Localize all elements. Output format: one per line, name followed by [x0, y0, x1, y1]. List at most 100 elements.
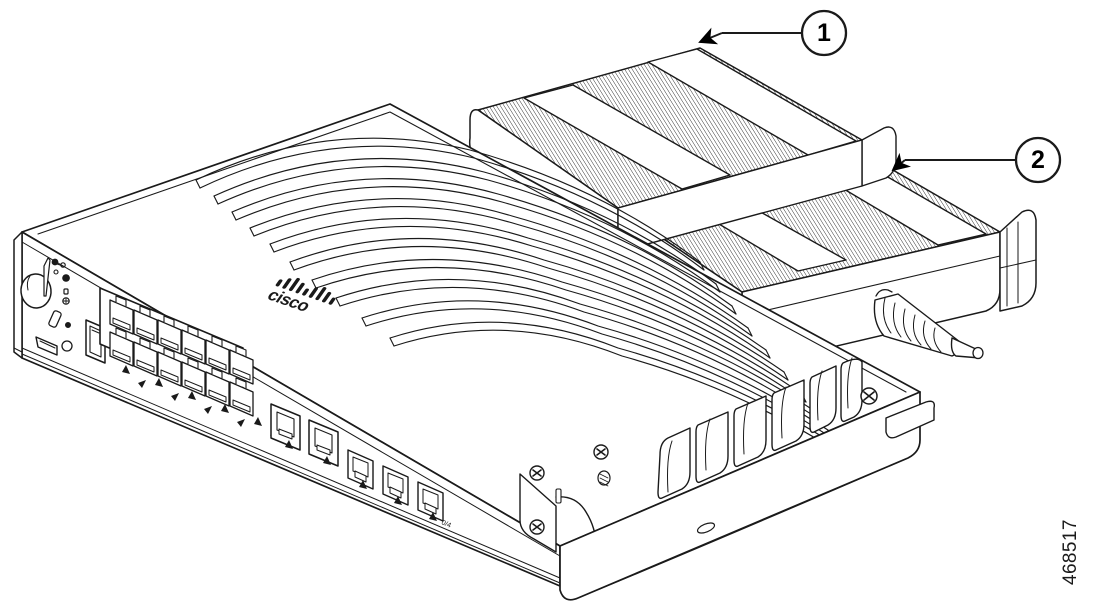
secondary-port-large[interactable]	[270, 403, 301, 451]
rj45-port[interactable]	[133, 305, 158, 345]
callout-2-circle	[1014, 136, 1062, 184]
phillips-screw	[529, 465, 545, 481]
logo-bar	[295, 282, 305, 294]
boot-rib	[893, 302, 902, 338]
panel-foot	[696, 522, 716, 534]
power-led-icon	[51, 258, 59, 266]
rj45-port[interactable]	[205, 335, 230, 375]
chassis-left-end-cap	[13, 231, 23, 359]
rj45-port[interactable]	[157, 347, 182, 387]
rj45-port[interactable]	[181, 357, 206, 397]
vent-inner-lines	[667, 357, 853, 493]
vent-opening	[771, 379, 805, 452]
right-panel-bottom-lip	[577, 457, 909, 599]
secondary-port-label: 0/4	[440, 519, 452, 529]
rj45-port[interactable]	[181, 325, 206, 365]
connector-latch	[43, 257, 51, 297]
boot-rib	[933, 327, 942, 353]
logo-bar	[288, 277, 300, 292]
logo-bar	[322, 291, 332, 303]
callout-group: 1 2	[698, 9, 1062, 184]
psu-end-cap-seam-3	[999, 259, 1037, 269]
rj45-port[interactable]	[157, 315, 182, 355]
sim-slot-inner	[89, 325, 102, 358]
fin-cap	[361, 317, 367, 327]
boot-rib	[913, 314, 922, 346]
logo-bar	[315, 287, 327, 301]
rj45-port[interactable]	[229, 377, 254, 417]
barrel-connector-tip	[972, 346, 984, 360]
front-bevel-lower-2	[21, 353, 561, 584]
usb-port[interactable]	[48, 310, 62, 328]
logo-bar	[302, 288, 309, 296]
vent-fin	[217, 165, 721, 293]
boot-rib	[903, 308, 912, 342]
secondary-port-small[interactable]	[382, 465, 409, 506]
triangle-up	[429, 512, 437, 521]
left-cap-seam	[13, 347, 23, 353]
rj45-row-top	[109, 295, 254, 385]
fin-cap	[389, 337, 395, 347]
vent-fin	[235, 186, 737, 315]
callout-1-arrow	[698, 27, 723, 45]
psu-lower-front-seam	[741, 255, 1001, 317]
vent-fin	[289, 237, 785, 373]
vent-inner	[781, 386, 787, 439]
triangle-up	[122, 365, 130, 374]
vent-fin	[253, 206, 753, 337]
cable-root	[875, 288, 893, 297]
callout-1-number: 1	[817, 19, 831, 47]
fin-cap	[231, 211, 237, 221]
front-mounting-bracket	[519, 444, 611, 567]
fin-cap	[699, 261, 705, 271]
rj45-row-bottom	[109, 327, 254, 417]
vent-fin	[213, 157, 717, 285]
rj45-port[interactable]	[205, 367, 230, 407]
phillips-screw	[860, 387, 878, 405]
callout-1: 1	[698, 9, 848, 57]
vent-inner	[817, 370, 823, 421]
secondary-port-group: 0/4	[270, 403, 452, 530]
vent-opening	[733, 395, 767, 468]
keyhole-threads	[599, 473, 609, 487]
triangle-down	[204, 406, 212, 414]
figure-id: 468517	[1060, 519, 1081, 585]
fin-cap	[783, 371, 789, 381]
triangle-up	[188, 391, 196, 400]
fin-cap	[731, 305, 737, 315]
led-icon	[53, 269, 59, 275]
logo-bar	[308, 287, 318, 298]
secondary-port-large[interactable]	[308, 419, 339, 467]
sim-slot-tab	[91, 329, 100, 334]
callout-2-number: 2	[1031, 146, 1045, 174]
logo-bar	[282, 278, 292, 289]
secondary-port-markings: 0/4	[285, 440, 452, 530]
secondary-port-small[interactable]	[417, 481, 444, 522]
vent-fin	[293, 245, 789, 381]
rj45-port[interactable]	[229, 345, 254, 385]
fin-cap	[249, 227, 255, 237]
vent-fin	[269, 217, 767, 351]
triangle-up	[285, 440, 293, 449]
logo-bar	[275, 279, 283, 287]
reset-button[interactable]	[61, 340, 73, 352]
phillips-screw	[593, 444, 609, 460]
rj45-port[interactable]	[109, 295, 134, 335]
secondary-port-small[interactable]	[347, 449, 374, 490]
connector-detail	[26, 275, 31, 291]
vent-fin	[361, 300, 841, 439]
callout-2: 2	[891, 136, 1062, 184]
fin-cap	[213, 195, 219, 205]
vent-fin	[315, 266, 807, 403]
right-panel-vents	[657, 358, 863, 500]
console-port-inner	[39, 340, 56, 349]
logo-bar	[328, 297, 336, 305]
phillips-screw	[529, 519, 545, 535]
vent-fin	[335, 278, 823, 417]
rj45-port[interactable]	[109, 327, 134, 367]
globe-led-cross	[62, 297, 70, 305]
rj45-port[interactable]	[133, 337, 158, 377]
power-cable	[873, 288, 984, 360]
